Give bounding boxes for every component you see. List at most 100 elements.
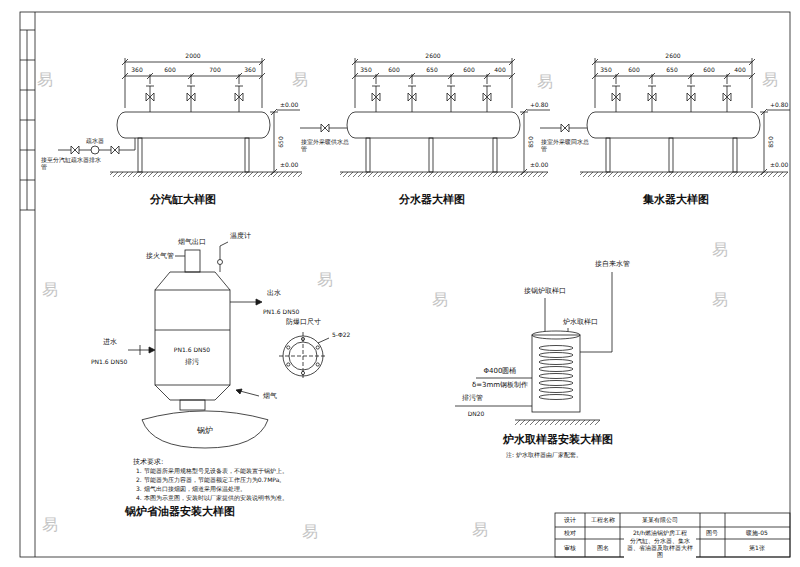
steam-header [71,146,79,154]
water-header [527,110,550,111]
boiler-shape: 锅炉 [140,408,270,450]
drawing-frame [35,12,36,557]
explosion-port [287,346,290,349]
dimension: 600 [163,67,176,74]
pipe-spec: PN1.6 DN50 [90,359,128,366]
dimension: 850 [768,135,775,148]
dimension: 600 [702,67,715,74]
part-name: 接自来水管 [594,260,631,268]
part-name: 炉水取样口 [562,318,599,326]
table-cell: 图号 [705,530,719,537]
table-cell: 设计 [563,517,577,524]
water-header [300,58,550,177]
economizer [218,260,223,265]
water-header [447,93,455,101]
elevation: +0.80 [529,102,549,109]
pipe-spec: PN1.6 DN50 [262,309,300,316]
line-art [20,12,790,557]
economizer [236,389,242,394]
dimension: 350 [359,67,372,74]
explosion-port [287,363,290,366]
watermark: 易 [42,281,58,299]
part-name: Φ400圆桶 [483,367,518,375]
water-sampler [539,360,573,365]
water-sampler [539,388,573,393]
part-name: 温度计 [229,232,252,240]
figure-title: 炉水取样器安装大样图 [502,434,614,447]
water-header [429,138,433,172]
water-header [352,73,515,84]
pipe-note: 接至分汽缸疏水器排水管 [40,157,104,171]
part-name: 接锅炉取样口 [523,287,567,295]
steam-header [146,86,243,112]
economizer [155,330,230,331]
watermark: 易 [432,291,448,309]
steam-header [146,93,154,101]
watermark: 易 [712,241,728,259]
steam-header [235,93,243,101]
dimension: 600 [627,67,640,74]
note-line: 1. 节能器所采用规格型号见设备表，不能装置于锅炉上。 [135,468,289,475]
part-name: 接火气管 [145,252,175,260]
drawing-frame [20,30,35,210]
economizer [230,302,257,303]
water-header [340,172,548,177]
explosion-port [318,338,329,343]
water-sampler [539,367,573,372]
dimension: 650 [425,67,438,74]
figure-title: 集水器大样图 [642,194,710,207]
note-line: 注: 炉水取样器由厂家配套。 [505,452,583,459]
note-line: 3. 烟气出口接烟囱，烟道采用保温处理。 [135,486,247,493]
table-cell: 审核 [563,545,577,552]
note-line: 4. 本图为示意图，安装时以厂家提供的安装说明书为准。 [135,495,289,502]
water-header [408,93,416,101]
watermark: 易 [472,521,488,539]
pipe-spec: DN20 [467,411,486,418]
dimension: 2000 [184,53,201,60]
part-name: 排污管 [461,394,484,402]
dimension: 700 [208,67,221,74]
watermark: 易 [317,271,333,289]
economizer [155,272,230,290]
explosion-port [279,332,327,380]
dimension: 360 [130,67,143,74]
part-name: 排污 [184,358,200,366]
note-heading: 技术要求: [132,458,164,466]
economizer [128,345,149,355]
drawing-frame [20,12,790,557]
table-cell: 2t/h燃油锅炉房工程 [632,530,688,537]
pipe-note: 接室外采暖回水总管 [540,139,590,153]
table-cell: 第1张 [748,545,766,552]
drawing-frame [20,12,790,557]
water-sampler [539,353,573,358]
dimension: 600 [387,67,400,74]
water-header [366,138,370,172]
part-name: 烟气出口 [177,238,207,246]
watermark: 易 [42,516,58,534]
water-header [372,86,491,112]
economizer [149,347,155,353]
water-sampler [532,335,580,412]
economizer [155,385,230,400]
dimension: 360 [243,67,256,74]
steam-header [138,138,142,172]
dimension: 600 [462,67,475,74]
steam-header [245,138,249,172]
dimension: 350 [599,67,612,74]
economizer [185,250,200,272]
part-name: 锅炉 [140,426,270,435]
dimension: 5-Φ22 [331,332,351,339]
water-sampler [539,381,573,386]
economizer [256,299,262,305]
water-header [347,112,520,138]
part-name: 防爆口尺寸 [285,318,322,326]
dimension: 650 [665,67,678,74]
water-sampler [476,378,532,379]
water-sampler [545,298,546,331]
steam-header [122,73,265,84]
watermark: 易 [292,71,308,89]
watermark: 易 [762,71,778,89]
water-header [352,58,515,108]
steam-header [122,58,265,108]
